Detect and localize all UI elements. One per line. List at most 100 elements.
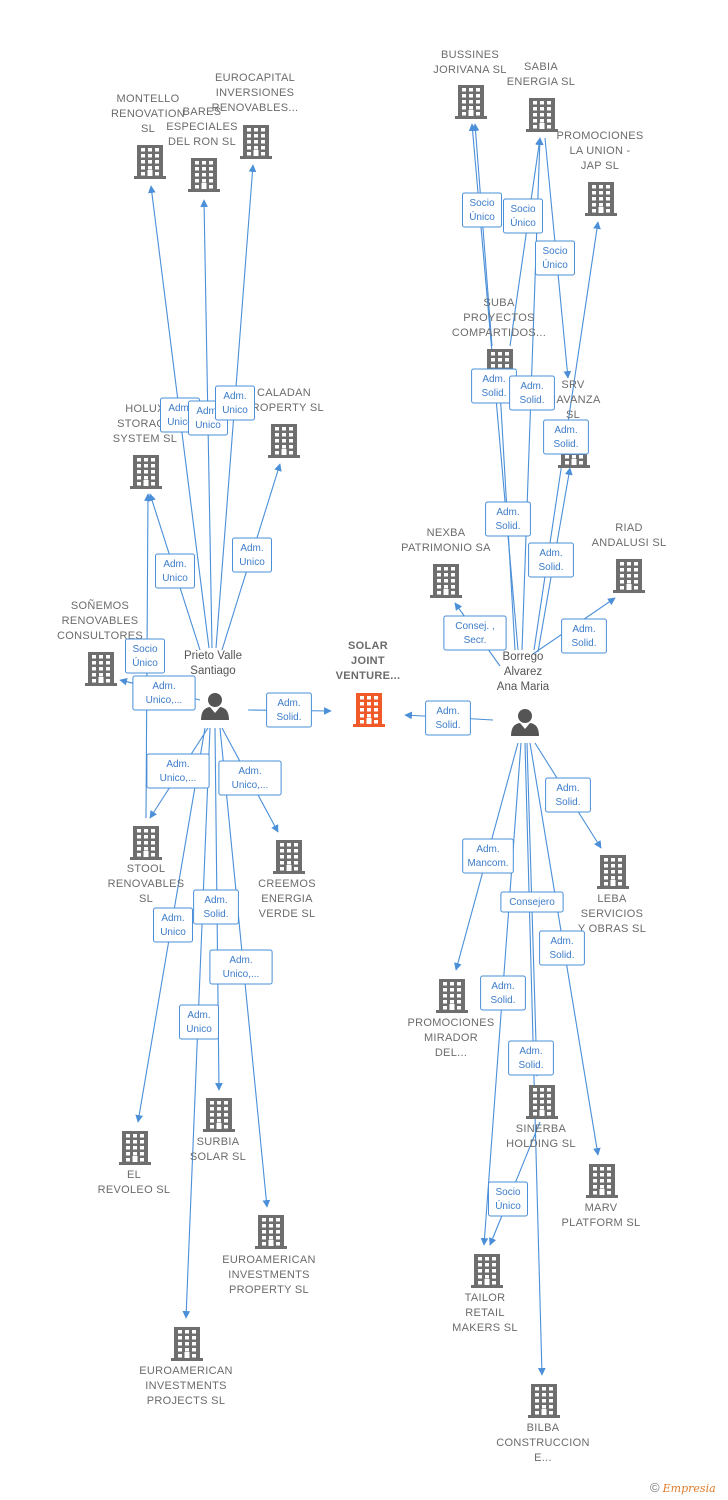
company-name-line: HOLDING SL — [506, 1138, 576, 1150]
copyright-icon: © — [650, 1480, 660, 1495]
company-building-icon[interactable] — [528, 1384, 560, 1418]
edge-role-text: Solid. — [490, 995, 515, 1006]
edge-role-text: Solid. — [549, 950, 574, 961]
edge-role-badge[interactable]: Adm.Mancom. — [462, 838, 514, 874]
edge-role-badge[interactable]: Adm. Solid. — [509, 375, 555, 411]
edge-role-badge[interactable]: Adm.Unico,... — [218, 760, 282, 796]
company-building-icon[interactable] — [255, 1215, 287, 1249]
company-building-icon[interactable] — [134, 145, 166, 179]
company-name-line: SYSTEM SL — [113, 433, 177, 445]
edge-role-text: Socio — [495, 1187, 520, 1198]
edge-role-text: Solid. — [481, 388, 506, 399]
edge-role-text: Unico — [186, 1024, 212, 1035]
company-name-line: PLATFORM SL — [562, 1217, 641, 1229]
company-building-icon[interactable] — [130, 455, 162, 489]
company-building-icon[interactable] — [273, 840, 305, 874]
edge-role-badge[interactable]: Adm.Solid. — [193, 889, 239, 925]
edge-role-badge[interactable]: Adm.Solid. — [485, 501, 531, 537]
company-name-line: SL — [141, 123, 155, 135]
edge-role-badge[interactable]: Adm.Solid. — [545, 777, 591, 813]
company-building-icon[interactable] — [353, 693, 385, 727]
edge-role-text: Solid. — [519, 395, 544, 406]
company-building-icon[interactable] — [585, 182, 617, 216]
company-building-icon[interactable] — [171, 1327, 203, 1361]
edge-role-text: Consejero — [509, 897, 555, 908]
company-name-line: MIRADOR — [424, 1032, 478, 1044]
edge-role-text: Unico — [160, 927, 186, 938]
company-building-icon[interactable] — [268, 424, 300, 458]
edge-role-text: Unico — [167, 417, 193, 428]
edge-role-badge[interactable]: Adm.Solid. — [508, 1040, 554, 1076]
edge-role-text: Adm. — [519, 1046, 542, 1057]
edge-role-badge[interactable]: Adm.Unico,... — [132, 675, 196, 711]
edge-role-text: Adm. — [476, 844, 499, 855]
person-icon[interactable] — [201, 693, 229, 720]
company-building-icon[interactable] — [130, 826, 162, 860]
edge-role-badge[interactable]: Adm.Solid. — [480, 975, 526, 1011]
person-name-line: Borrego — [503, 651, 544, 663]
edge-role-badge[interactable]: Adm.Unico,... — [209, 949, 273, 985]
edge-role-badge[interactable]: Adm.Solid. — [425, 700, 471, 736]
edge-role-badge[interactable]: Adm.Unico — [179, 1004, 219, 1040]
company-building-icon[interactable] — [455, 85, 487, 119]
edge-role-badge[interactable]: Adm.Unico — [232, 537, 272, 573]
company-name-line: INVESTMENTS — [145, 1380, 227, 1392]
person-icon[interactable] — [511, 709, 539, 736]
edge-role-badge[interactable]: Adm.Unico — [153, 907, 193, 943]
company-name-line: SUBA — [483, 297, 515, 309]
edge-role-text: Solid. — [276, 712, 301, 723]
company-name-line: LEBA — [597, 893, 627, 905]
company-building-icon[interactable] — [240, 125, 272, 159]
company-building-icon[interactable] — [188, 158, 220, 192]
edge-role-text: Adm. — [520, 381, 543, 392]
company-building-icon[interactable] — [526, 1085, 558, 1119]
edge-role-badge[interactable]: Adm.Unico — [155, 553, 195, 589]
company-name-line: CONSULTORES — [57, 630, 143, 642]
edge-role-text: Solid. — [571, 638, 596, 649]
company-building-icon[interactable] — [436, 979, 468, 1013]
edge-role-text: Adm. — [554, 425, 577, 436]
company-name-line: DEL... — [435, 1047, 467, 1059]
edge-role-badge[interactable]: Consej. ,Secr. — [443, 615, 507, 651]
company-name-line: EL — [127, 1169, 141, 1181]
company-building-icon[interactable] — [203, 1098, 235, 1132]
company-name-line: BILBA — [527, 1422, 560, 1434]
company-name-line: RENOVABLES... — [212, 102, 299, 114]
edge-role-text: Único — [495, 1199, 521, 1212]
edge-role-text: Adm. — [163, 559, 186, 570]
edge-role-badge[interactable]: Adm.Unico,... — [146, 753, 210, 789]
company-building-icon[interactable] — [471, 1254, 503, 1288]
company-name-line: JORIVANA SL — [433, 64, 506, 76]
company-building-icon[interactable] — [586, 1164, 618, 1198]
company-name-line: PROMOCIONES — [556, 130, 643, 142]
company-building-icon[interactable] — [597, 855, 629, 889]
edge-role-badge[interactable]: Adm.Solid. — [539, 930, 585, 966]
edge-role-badge[interactable]: Adm.Unico — [215, 385, 255, 421]
edge-role-badge[interactable]: Adm.Solid. — [543, 419, 589, 455]
company-name-line: DEL RON SL — [168, 136, 236, 148]
edge-role-text: Socio — [510, 204, 535, 215]
company-name-line: PROJECTS SL — [147, 1395, 226, 1407]
company-name-line: VERDE SL — [259, 908, 316, 920]
company-building-icon[interactable] — [119, 1131, 151, 1165]
edge-role-text: Adm. — [168, 403, 191, 414]
edge-role-badge[interactable]: Adm.Solid. — [561, 618, 607, 654]
edge-role-badge[interactable]: Adm.Solid. — [528, 542, 574, 578]
company-name-line: PROPERTY SL — [229, 1284, 309, 1296]
edge-role-badge[interactable]: Adm.Solid. — [266, 692, 312, 728]
company-name-line: SL — [566, 409, 580, 421]
company-name-line: BIAVANZA — [545, 394, 601, 406]
company-building-icon[interactable] — [526, 98, 558, 132]
company-building-icon[interactable] — [613, 559, 645, 593]
company-building-icon[interactable] — [430, 564, 462, 598]
company-building-icon[interactable] — [85, 652, 117, 686]
company-name-line: CALADAN — [257, 387, 311, 399]
company-name-line: HOLUX — [125, 403, 165, 415]
edge-role-badge[interactable]: Consejero — [500, 891, 564, 913]
footer-brand[interactable]: © Empresia — [650, 1480, 716, 1495]
